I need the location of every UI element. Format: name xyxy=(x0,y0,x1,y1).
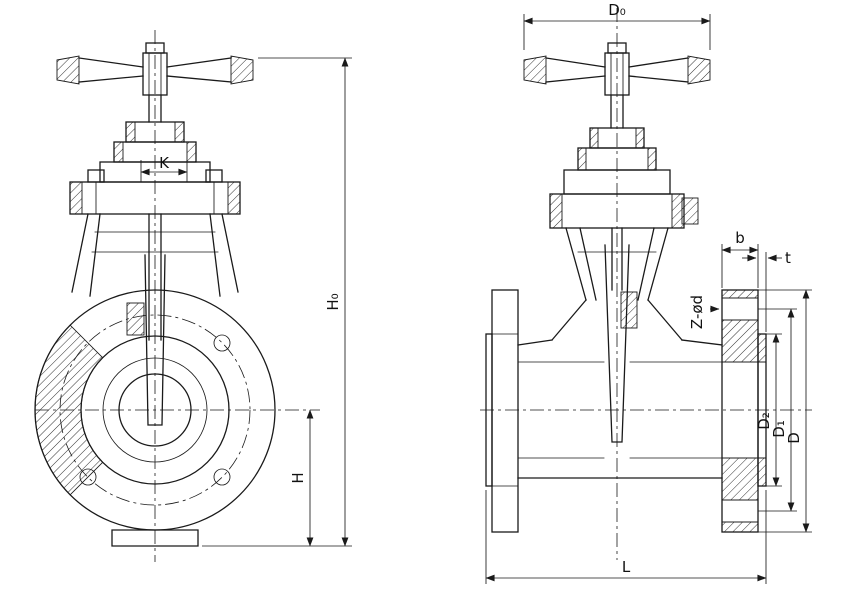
dim-label-h0: H₀ xyxy=(324,293,342,310)
front-foot xyxy=(111,529,199,547)
dim-label-d2: D₂ xyxy=(755,412,773,430)
dim-t: t xyxy=(742,249,791,332)
dim-d0: D₀ xyxy=(523,1,711,50)
dim-l: L xyxy=(485,490,767,584)
dim-d2: D₂ xyxy=(755,333,782,487)
front-stem-nut xyxy=(126,302,145,336)
front-bonnet xyxy=(69,121,241,215)
dim-label-h: H xyxy=(289,472,307,483)
dim-label-d0: D₀ xyxy=(608,1,626,19)
side-left-flange xyxy=(485,289,519,533)
side-centerlines xyxy=(480,8,812,560)
dim-label-d: D xyxy=(785,432,803,444)
side-right-flange xyxy=(721,289,767,533)
dim-d: D xyxy=(758,289,812,533)
side-bonnet-stud xyxy=(681,197,699,225)
dim-z-od: Z-ød xyxy=(688,295,720,329)
side-gate xyxy=(604,244,630,443)
side-handwheel xyxy=(523,42,711,96)
front-view: K H₀ H xyxy=(34,30,352,562)
front-neck xyxy=(71,213,239,297)
side-body xyxy=(517,339,723,479)
dim-label-b: b xyxy=(735,229,745,247)
front-centerlines xyxy=(35,30,320,562)
dim-d1: D₁ xyxy=(758,308,797,512)
dim-label-t: t xyxy=(785,249,791,267)
dim-h: H xyxy=(289,409,314,547)
dim-k: K xyxy=(140,154,188,182)
side-stem-collar xyxy=(620,291,638,329)
dim-label-k: K xyxy=(159,154,170,172)
dim-label-l: L xyxy=(622,558,631,576)
front-stem xyxy=(126,94,166,426)
side-neck xyxy=(551,227,683,341)
dim-label-d1: D₁ xyxy=(770,420,788,438)
dim-h0: H₀ xyxy=(202,57,352,547)
bolt-hole xyxy=(213,334,231,352)
bolt-hole xyxy=(79,468,97,486)
side-stem xyxy=(604,94,638,443)
dim-b: b xyxy=(721,229,759,288)
front-body xyxy=(34,289,276,547)
side-bonnet xyxy=(549,127,699,229)
bolt-hole xyxy=(213,468,231,486)
side-view: D₀ xyxy=(480,1,812,584)
dim-label-z-od: Z-ød xyxy=(688,295,706,329)
front-handwheel xyxy=(56,42,254,96)
